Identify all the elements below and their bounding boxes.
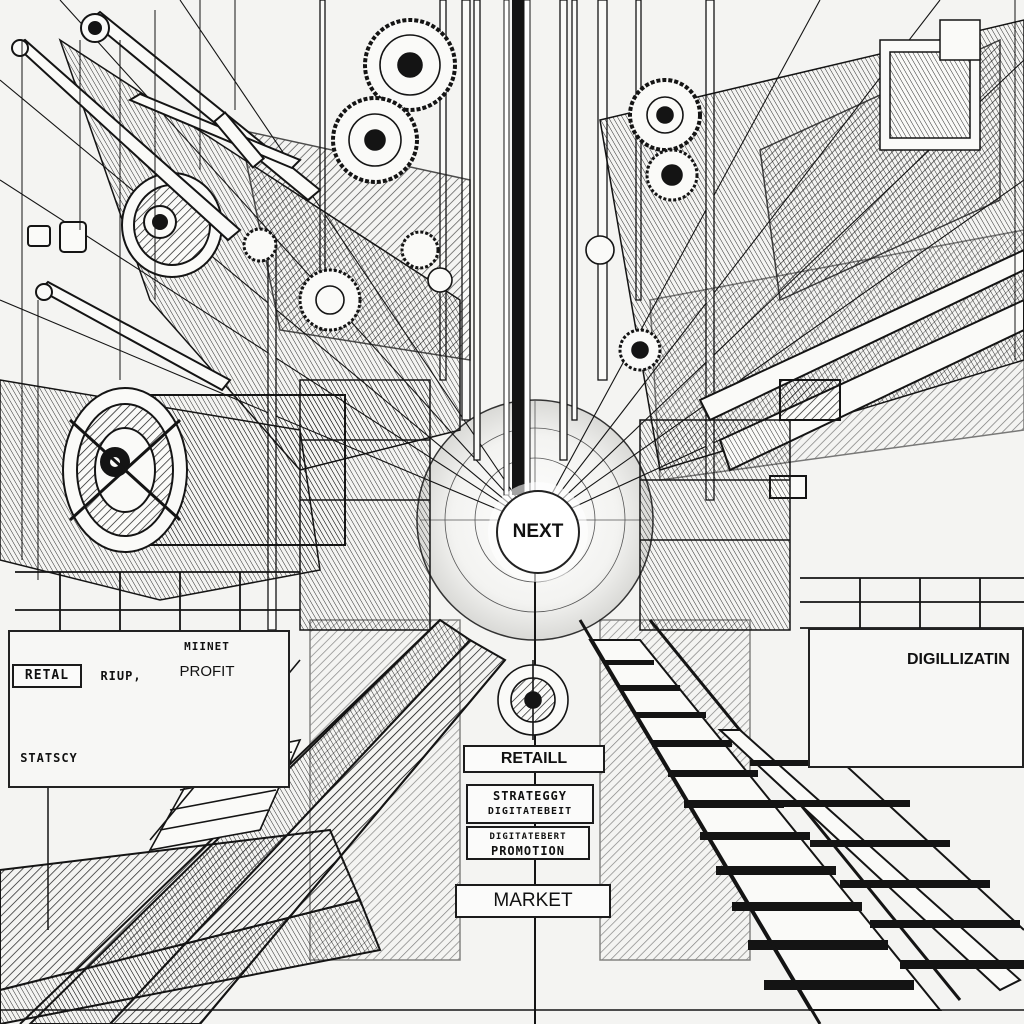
- left-strategy-label: STATSCY: [20, 751, 78, 765]
- promotion-sign: DIGITATEBERT PROMOTION: [466, 826, 590, 860]
- center-wheel: [497, 660, 569, 740]
- central-shaft: [512, 0, 524, 495]
- market-sign: MARKET: [455, 884, 611, 918]
- left-retail-label: RETAL: [12, 664, 82, 688]
- retail-sign: RETAILL: [463, 745, 605, 773]
- left-label-panel: [8, 630, 290, 788]
- promotion-sign-title: PROMOTION: [490, 844, 566, 858]
- promotion-sign-top: DIGITATEBERT: [489, 832, 567, 842]
- digitalization-label: DIGILLIZATIN: [907, 651, 1010, 668]
- gear-cluster: [242, 18, 702, 372]
- left-market-label: MIINET: [184, 640, 230, 653]
- right-label-panel: [808, 628, 1024, 768]
- strategy-sign-title: STRATEGGY: [492, 789, 568, 803]
- left-rui-label: RIUP,: [100, 669, 142, 683]
- strategy-sign: STRATEGGY DIGITATEBEIT: [466, 784, 594, 824]
- strategy-sign-sub: DIGITATEBEIT: [487, 806, 573, 817]
- left-profit-label: PROFIT: [179, 663, 235, 680]
- next-hub: NEXT: [496, 490, 580, 574]
